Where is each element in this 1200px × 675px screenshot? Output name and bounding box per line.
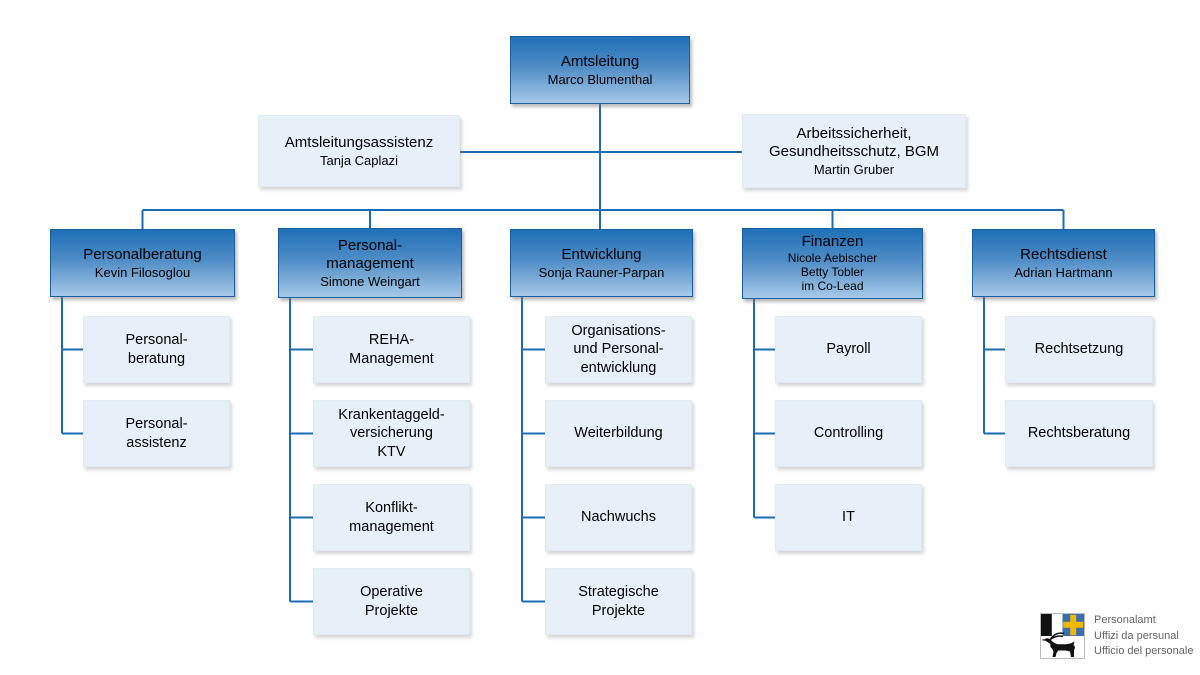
org-box-arbeitssicherheit: Arbeitssicherheit, Gesundheitsschutz, BG…	[742, 114, 966, 188]
org-box-personal-beratung: Personal- beratung	[83, 316, 230, 383]
org-box-krankentaggeldversicherung: Krankentaggeld- versicherung KTV	[313, 400, 470, 467]
org-box-strategische-projekte: Strategische Projekte	[545, 568, 692, 635]
org-box-reha-management: REHA- Management	[313, 316, 470, 383]
org-box-payroll: Payroll	[775, 316, 922, 383]
box-name: Adrian Hartmann	[1014, 264, 1113, 280]
org-box-rechtsdienst: Rechtsdienst Adrian Hartmann	[972, 229, 1155, 297]
org-box-konfliktmanagement: Konflikt- management	[313, 484, 470, 551]
org-box-entwicklung: Entwicklung Sonja Rauner-Parpan	[510, 229, 693, 297]
box-name: Tanja Caplazi	[319, 152, 399, 168]
box-title: Personal- management	[326, 236, 414, 272]
box-title: Personalberatung	[83, 245, 202, 263]
org-box-operative-projekte: Operative Projekte	[313, 568, 470, 635]
org-box-controlling: Controlling	[775, 400, 922, 467]
org-box-rechtsetzung: Rechtsetzung	[1005, 316, 1153, 383]
box-title: Entwicklung	[561, 245, 642, 263]
org-box-weiterbildung: Weiterbildung	[545, 400, 692, 467]
org-box-it: IT	[775, 484, 922, 551]
org-box-amtsleitungsassistenz: Amtsleitungsassistenz Tanja Caplazi	[258, 115, 460, 187]
org-box-finanzen: Finanzen Nicole Aebischer Betty Tobler i…	[742, 228, 923, 299]
org-box-personalberatung: Personalberatung Kevin Filosoglou	[50, 229, 235, 297]
logo-wordmark: Personalamt Uffizi da persunal Ufficio d…	[1094, 613, 1193, 660]
box-name: Marco Blumenthal	[547, 71, 653, 87]
org-box-personal-assistenz: Personal- assistenz	[83, 400, 230, 467]
box-title: Arbeitssicherheit, Gesundheitsschutz, BG…	[768, 124, 940, 160]
logo-line-it: Ufficio del personale	[1094, 645, 1194, 657]
box-title: Amtsleitungsassistenz	[284, 133, 434, 151]
box-name: Martin Gruber	[813, 161, 895, 177]
org-box-personalmanagement: Personal- management Simone Weingart	[278, 228, 462, 298]
box-name: Simone Weingart	[320, 273, 420, 289]
box-title: Amtsleitung	[560, 52, 640, 70]
box-name: Nicole Aebischer Betty Tobler im Co-Lead	[787, 251, 878, 293]
box-title: Rechtsdienst	[1020, 245, 1107, 263]
box-title: Finanzen	[801, 233, 864, 251]
graubuenden-coat-of-arms-icon	[1040, 613, 1085, 660]
box-name: Sonja Rauner-Parpan	[538, 264, 665, 280]
box-name: Kevin Filosoglou	[94, 264, 191, 280]
org-box-rechtsberatung: Rechtsberatung	[1005, 400, 1153, 467]
personalamt-logo: Personalamt Uffizi da persunal Ufficio d…	[1040, 613, 1193, 660]
logo-line-de: Personalamt	[1094, 614, 1156, 626]
org-box-nachwuchs: Nachwuchs	[545, 484, 692, 551]
org-box-organisationsentwicklung: Organisations- und Personal- entwicklung	[545, 316, 692, 383]
org-box-amtsleitung: Amtsleitung Marco Blumenthal	[510, 36, 690, 104]
ibex-icon	[1042, 632, 1075, 658]
logo-line-rm: Uffizi da persunal	[1094, 629, 1179, 642]
